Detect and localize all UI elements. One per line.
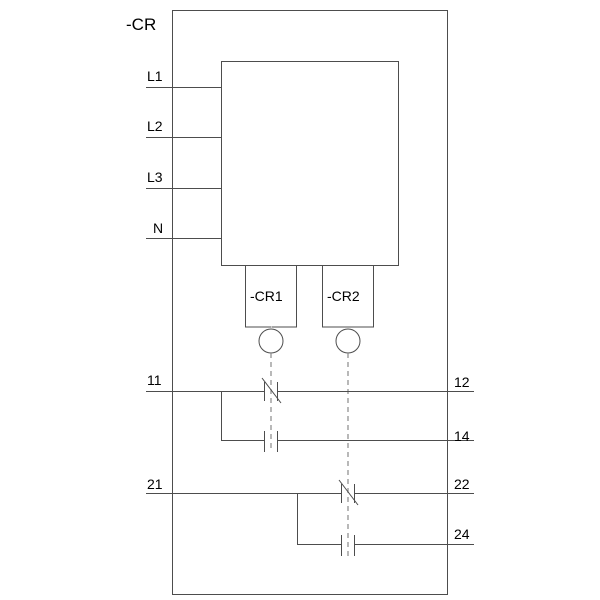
- terminal-22: 22: [454, 476, 470, 492]
- contact-11-14-branch: [221, 391, 264, 441]
- input-l1: L1: [146, 68, 222, 88]
- nc-contact-2-slash: [338, 479, 359, 506]
- input-label-l2: L2: [147, 118, 163, 134]
- contact-group-2: 21 22 24: [146, 476, 474, 556]
- input-n: N: [146, 220, 222, 239]
- input-l2: L2: [146, 118, 222, 138]
- input-l3: L3: [146, 169, 222, 189]
- device-label: -CR: [126, 15, 156, 34]
- terminal-12: 12: [454, 374, 470, 390]
- nc-contact-1-slash: [261, 377, 282, 404]
- relay-cr1-wire-right: [271, 265, 297, 328]
- input-label-l3: L3: [147, 169, 163, 185]
- terminal-11: 11: [147, 372, 162, 388]
- terminal-24: 24: [454, 526, 470, 542]
- contact-group-1: 11 12 14: [146, 372, 474, 452]
- input-label-n: N: [153, 220, 163, 236]
- relay-cr1-label: -CR1: [250, 288, 283, 304]
- device-frame: [172, 10, 448, 595]
- relay-cr1-coil: [258, 328, 284, 354]
- relay-cr2: -CR2: [322, 265, 374, 354]
- monitor-block: [221, 61, 399, 266]
- relay-cr2-wire-left: [322, 265, 348, 328]
- input-label-l1: L1: [147, 68, 163, 84]
- relay-cr1-wire-left: [245, 265, 271, 328]
- relay-cr2-label: -CR2: [327, 288, 360, 304]
- terminal-21: 21: [147, 476, 163, 492]
- relay-cr1: -CR1: [245, 265, 297, 354]
- terminal-14: 14: [454, 428, 470, 444]
- relay-cr2-wire-right: [348, 265, 374, 328]
- contact-21-24-branch: [297, 493, 341, 545]
- relay-cr2-coil: [335, 328, 361, 354]
